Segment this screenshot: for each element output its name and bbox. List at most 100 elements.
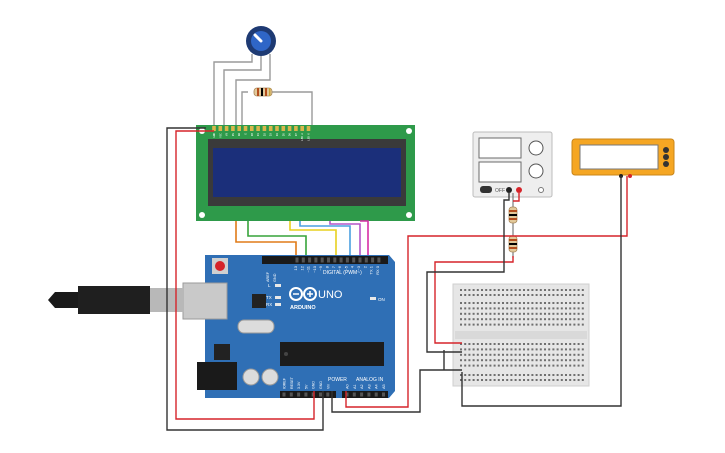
breadboard-hole[interactable] <box>468 379 471 381</box>
analog-pin[interactable] <box>360 392 364 397</box>
breadboard-hole[interactable] <box>493 318 496 321</box>
lcd-pin[interactable] <box>268 126 273 131</box>
breadboard-hole[interactable] <box>510 374 513 376</box>
breadboard-hole[interactable] <box>577 359 580 362</box>
breadboard-hole[interactable] <box>464 374 467 376</box>
breadboard-hole[interactable] <box>489 318 492 321</box>
breadboard-hole[interactable] <box>577 289 580 291</box>
breadboard-hole[interactable] <box>510 302 513 304</box>
breadboard-hole[interactable] <box>485 307 488 310</box>
power-pin[interactable] <box>297 392 301 397</box>
breadboard-hole[interactable] <box>476 289 479 291</box>
potentiometer[interactable] <box>246 26 276 56</box>
breadboard-hole[interactable] <box>481 307 483 310</box>
breadboard-hole[interactable] <box>506 302 509 304</box>
breadboard-hole[interactable] <box>544 307 546 310</box>
breadboard-hole[interactable] <box>556 364 559 367</box>
breadboard-hole[interactable] <box>510 364 513 367</box>
breadboard-hole[interactable] <box>560 289 563 291</box>
breadboard-hole[interactable] <box>514 364 517 367</box>
breadboard-hole[interactable] <box>481 364 483 367</box>
breadboard-hole[interactable] <box>556 359 559 362</box>
breadboard-hole[interactable] <box>577 343 580 345</box>
breadboard-hole[interactable] <box>548 359 551 362</box>
breadboard-hole[interactable] <box>569 348 572 351</box>
breadboard-hole[interactable] <box>523 359 525 362</box>
lcd-pin[interactable] <box>256 126 260 131</box>
breadboard-hole[interactable] <box>569 294 572 296</box>
breadboard-hole[interactable] <box>497 353 500 356</box>
breadboard-hole[interactable] <box>481 343 483 345</box>
breadboard-hole[interactable] <box>552 343 555 345</box>
breadboard-hole[interactable] <box>493 374 496 376</box>
breadboard-hole[interactable] <box>548 289 551 291</box>
breadboard-hole[interactable] <box>544 343 546 345</box>
breadboard-hole[interactable] <box>460 318 462 321</box>
breadboard-hole[interactable] <box>502 374 504 376</box>
breadboard-hole[interactable] <box>552 323 555 326</box>
breadboard-hole[interactable] <box>506 318 509 321</box>
breadboard-hole[interactable] <box>518 374 521 376</box>
breadboard-hole[interactable] <box>527 323 530 326</box>
breadboard-hole[interactable] <box>510 312 513 315</box>
breadboard-hole[interactable] <box>497 343 500 345</box>
breadboard-hole[interactable] <box>493 359 496 362</box>
breadboard-hole[interactable] <box>485 289 488 291</box>
breadboard-hole[interactable] <box>506 379 509 381</box>
breadboard-hole[interactable] <box>535 374 538 376</box>
breadboard-hole[interactable] <box>539 343 542 345</box>
breadboard-hole[interactable] <box>569 374 572 376</box>
digital-pin[interactable] <box>377 257 381 263</box>
breadboard-hole[interactable] <box>523 348 525 351</box>
breadboard-hole[interactable] <box>573 323 576 326</box>
breadboard-hole[interactable] <box>573 364 576 367</box>
breadboard-hole[interactable] <box>539 318 542 321</box>
breadboard-hole[interactable] <box>527 294 530 296</box>
breadboard-hole[interactable] <box>506 323 509 326</box>
breadboard-hole[interactable] <box>556 307 559 310</box>
breadboard-hole[interactable] <box>514 294 517 296</box>
breadboard-hole[interactable] <box>539 353 542 356</box>
breadboard-hole[interactable] <box>489 348 492 351</box>
breadboard-hole[interactable] <box>556 353 559 356</box>
lcd-pin[interactable] <box>250 126 254 131</box>
breadboard-hole[interactable] <box>552 379 555 381</box>
multimeter[interactable] <box>571 138 675 178</box>
breadboard-hole[interactable] <box>518 302 521 304</box>
lcd-pin[interactable] <box>212 126 216 131</box>
breadboard-hole[interactable] <box>472 294 475 296</box>
breadboard-hole[interactable] <box>497 359 500 362</box>
breadboard-hole[interactable] <box>565 323 567 326</box>
breadboard-hole[interactable] <box>581 359 584 362</box>
breadboard-hole[interactable] <box>518 364 521 367</box>
breadboard-hole[interactable] <box>510 318 513 321</box>
breadboard-hole[interactable] <box>489 289 492 291</box>
breadboard-hole[interactable] <box>535 379 538 381</box>
breadboard-hole[interactable] <box>565 302 567 304</box>
breadboard-hole[interactable] <box>556 294 559 296</box>
breadboard-hole[interactable] <box>485 353 488 356</box>
breadboard[interactable] <box>452 283 590 387</box>
breadboard-hole[interactable] <box>552 353 555 356</box>
breadboard-hole[interactable] <box>472 302 475 304</box>
breadboard-hole[interactable] <box>569 302 572 304</box>
breadboard-hole[interactable] <box>476 307 479 310</box>
analog-pin[interactable] <box>374 392 378 397</box>
breadboard-hole[interactable] <box>548 307 551 310</box>
breadboard-hole[interactable] <box>544 348 546 351</box>
breadboard-hole[interactable] <box>565 289 567 291</box>
breadboard-hole[interactable] <box>573 302 576 304</box>
breadboard-hole[interactable] <box>506 353 509 356</box>
breadboard-hole[interactable] <box>527 359 530 362</box>
breadboard-hole[interactable] <box>552 307 555 310</box>
breadboard-hole[interactable] <box>468 289 471 291</box>
breadboard-hole[interactable] <box>472 379 475 381</box>
digital-pin[interactable] <box>364 257 368 263</box>
breadboard-hole[interactable] <box>510 379 513 381</box>
breadboard-hole[interactable] <box>577 364 580 367</box>
breadboard-hole[interactable] <box>481 374 483 376</box>
breadboard-hole[interactable] <box>560 353 563 356</box>
breadboard-hole[interactable] <box>523 379 525 381</box>
digital-pin[interactable] <box>333 257 337 263</box>
